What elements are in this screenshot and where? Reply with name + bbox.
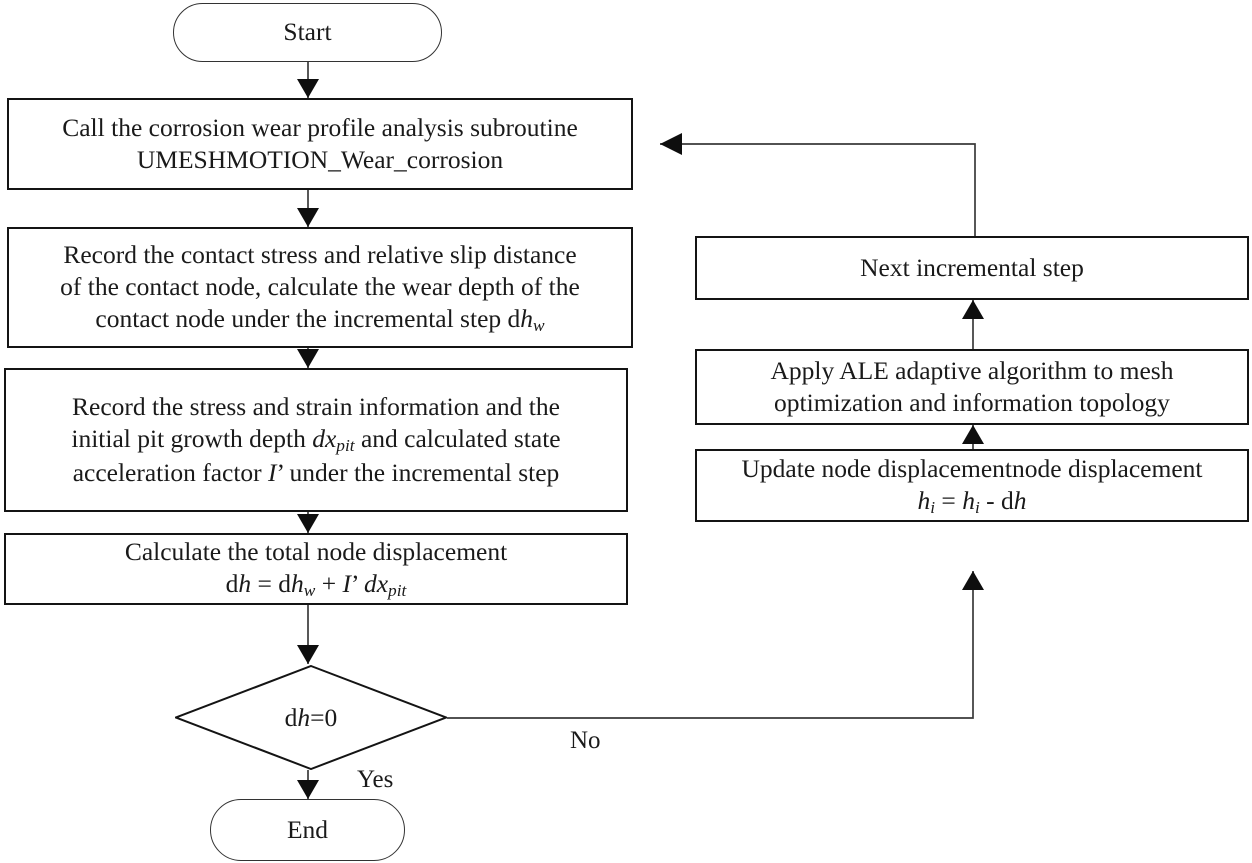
node-start-label: Start — [283, 17, 332, 47]
node-apply-ale-text: Apply ALE adaptive algorithm to mesh opti… — [761, 355, 1184, 419]
sub-w: w — [533, 315, 545, 335]
edge-label-no: No — [570, 727, 601, 754]
sub-pit: pit — [336, 435, 355, 455]
node-update-disp-text: Update node displacementnode displacemen… — [732, 453, 1213, 519]
edge-next-to-call-feedback — [660, 133, 976, 236]
node-calc-total-formula: dh = dhw + I’ dxpit — [225, 569, 407, 601]
node-record-stress-line1: Record the stress and strain information… — [72, 392, 560, 422]
node-record-contact-line3: contact node under the incremental step … — [95, 303, 545, 335]
node-apply-ale-line2: optimization and information topology — [774, 388, 1170, 417]
node-record-stress-line2-post: and calculated state — [354, 424, 561, 454]
node-record-stress-line2: initial pit growth depth dxpit and calcu… — [71, 424, 561, 455]
node-call-subroutine[interactable]: Call the corrosion wear profile analysis… — [7, 98, 633, 190]
node-call-subroutine-line1: Call the corrosion wear profile analysis… — [62, 112, 578, 142]
node-record-contact-text: Record the contact stress and relative s… — [50, 239, 590, 337]
node-record-stress-line2-pre: initial pit growth depth — [71, 424, 313, 454]
node-record-contact[interactable]: Record the contact stress and relative s… — [7, 227, 633, 348]
node-calc-total-line1: Calculate the total node displacement — [124, 537, 508, 567]
node-next-step-label: Next incremental step — [860, 252, 1084, 282]
node-start[interactable]: Start — [173, 3, 442, 62]
node-record-stress-text: Record the stress and strain information… — [61, 391, 570, 489]
node-record-contact-line2: of the contact node, calculate the wear … — [60, 271, 580, 301]
node-record-stress-line3-post: ’ under the incremental step — [276, 457, 560, 487]
node-next-step[interactable]: Next incremental step — [695, 236, 1249, 300]
node-end[interactable]: End — [210, 799, 405, 861]
node-apply-ale[interactable]: Apply ALE adaptive algorithm to mesh opti… — [695, 349, 1249, 425]
node-record-stress-line3-pre: acceleration factor — [72, 457, 269, 487]
node-apply-ale-line1: Apply ALE adaptive algorithm to mesh — [770, 355, 1174, 385]
node-update-disp-line1: Update node displacementnode displacemen… — [741, 453, 1203, 483]
node-record-stress[interactable]: Record the stress and strain information… — [4, 368, 628, 512]
node-update-disp-formula: hi = hi - dh — [917, 485, 1027, 517]
var-dx: dx — [312, 424, 337, 454]
node-record-contact-line3-pre: contact node under the incremental step … — [95, 303, 521, 333]
node-end-label: End — [286, 814, 329, 844]
node-record-stress-line3: acceleration factor I’ under the increme… — [73, 458, 560, 487]
node-update-disp[interactable]: Update node displacementnode displacemen… — [695, 449, 1249, 522]
node-call-subroutine-line2: UMESHMOTION_Wear_corrosion — [136, 145, 504, 174]
var-h: h — [520, 303, 534, 333]
node-record-contact-line1: Record the contact stress and relative s… — [63, 239, 577, 269]
var-I: I — [268, 457, 277, 487]
edge-label-yes: Yes — [357, 766, 394, 793]
decision-shape — [173, 664, 449, 771]
node-call-subroutine-text: Call the corrosion wear profile analysis… — [52, 112, 588, 176]
